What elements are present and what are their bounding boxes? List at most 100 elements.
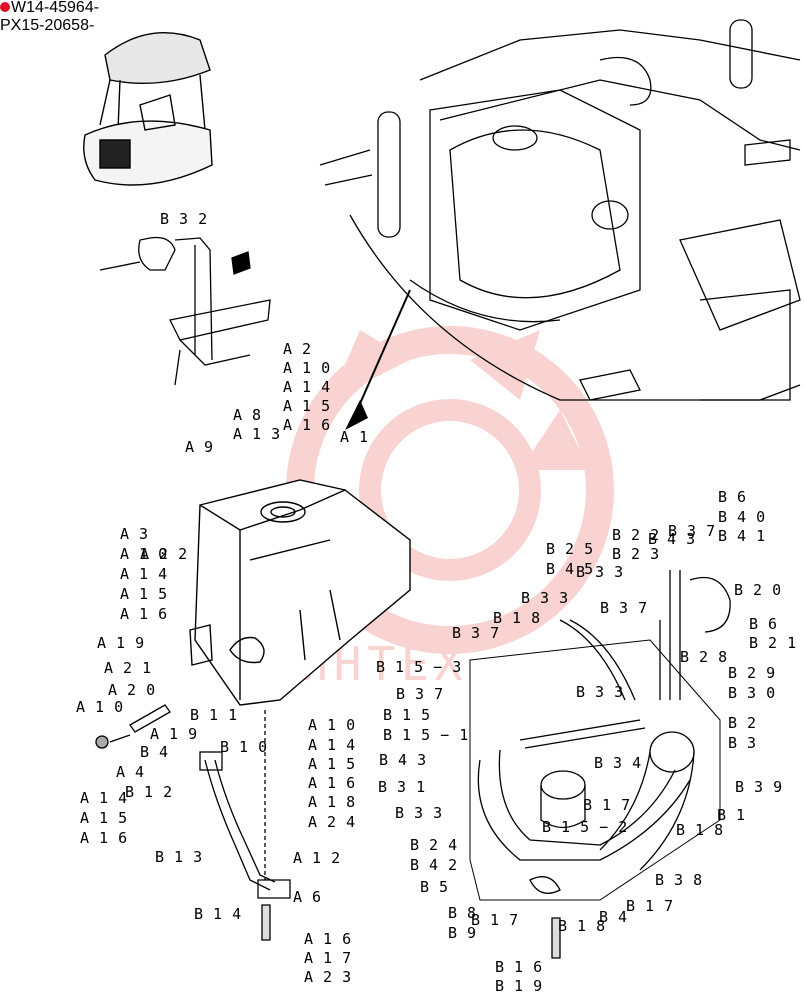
callout-b29: B 2 9 [728,664,776,682]
callout-b19: B 1 9 [495,977,543,995]
callout-b12: B 1 2 [125,783,173,801]
callout-b43: B 4 3 [648,530,696,548]
callout-b15: B 1 5 [383,706,431,724]
callout-b6-right: B 6 [749,615,778,633]
callout-b17-mid: B 1 7 [583,796,631,814]
callout-b1: B 1 [717,806,746,824]
callout-b15-3: B 1 5 − 3 [376,658,462,676]
callout-a10: A 1 0 [283,359,331,377]
callout-a2: A 2 [283,340,312,358]
callout-b10: B 1 0 [220,738,268,756]
callout-b14: B 1 4 [194,905,242,923]
callout-b15-1: B 1 5 − 1 [383,726,469,744]
callout-b5: B 5 [420,878,449,896]
callout-a10-pipe: A 1 0 [76,698,124,716]
hose-assembly [469,570,731,959]
callout-b42: B 4 2 [410,856,458,874]
callout-b40: B 4 0 [718,508,766,526]
callout-b37-left: B 3 7 [452,624,500,642]
callout-b17-bottom: B 1 7 [471,911,519,929]
callout-b37-top: B 3 7 [668,522,716,540]
callout-a15-left: A 1 5 [120,585,168,603]
callout-a14: A 1 4 [283,378,331,396]
callout-a8: A 8 [233,406,262,424]
callout-b6: B 6 [718,488,747,506]
callout-b33-right: B 3 3 [576,683,624,701]
callout-b11: B 1 1 [190,706,238,724]
callout-b33-mid: B 3 3 [521,589,569,607]
callout-b41: B 4 1 [718,527,766,545]
callout-a16: A 1 6 [283,416,331,434]
callout-b18-bottom: B 1 8 [558,917,606,935]
callout-a10-left: A 1 0 [120,545,168,563]
callout-a16-left: A 1 6 [120,605,168,623]
callout-a19: A 1 9 [97,634,145,652]
callout-b21: B 2 1 [749,634,797,652]
callout-a16-bolt: A 1 6 [80,829,128,847]
callout-b38: B 3 8 [655,871,703,889]
callout-b37-mid: B 3 7 [600,599,648,617]
callout-a9: A 9 [185,438,214,456]
callout-b33-top: B 3 3 [576,563,624,581]
callout-a10-right: A 1 0 [308,716,356,734]
callout-b13: B 1 3 [155,848,203,866]
callout-a13: A 1 3 [233,425,281,443]
callout-a16-bottom: A 1 6 [304,930,352,948]
callout-b25: B 2 5 [546,540,594,558]
pointer-arrow-icon [345,289,411,430]
callout-b16: B 1 6 [495,958,543,976]
callout-b39: B 3 9 [735,778,783,796]
callout-b9: B 9 [448,924,477,942]
drain-pipe [95,704,291,941]
callout-b15-2: B 1 5 − 2 [542,818,628,836]
callout-b28: B 2 8 [680,648,728,666]
callout-a16-right: A 1 6 [308,774,356,792]
callout-a4: A 4 [116,763,145,781]
callout-b18-right: B 1 8 [676,821,724,839]
header-line-1: W14-45964- [0,0,99,16]
callout-a24: A 2 4 [308,813,356,831]
callout-a22: A 2 2 [140,545,188,563]
callout-a3: A 3 [120,525,149,543]
callout-b22: B 2 2 [612,526,660,544]
callout-b30: B 3 0 [728,684,776,702]
callout-a15-bolt: A 1 5 [80,809,128,827]
callout-b4-right: B 4 [599,908,628,926]
callout-a21: A 2 1 [104,659,152,677]
callout-b34: B 3 4 [594,754,642,772]
callout-a15: A 1 5 [283,397,331,415]
callout-a6: A 6 [293,888,322,906]
callout-b8: B 8 [448,904,477,922]
callout-b18-top: B 1 8 [493,609,541,627]
fuel-tank [189,479,411,706]
callout-b43-left: B 4 3 [379,751,427,769]
callout-a14-left: A 1 4 [120,565,168,583]
callout-a19-lower: A 1 9 [150,725,198,743]
callout-b45: B 4 5 [546,560,594,578]
header-line-2: PX15-20658- [0,17,95,34]
callout-a17: A 1 7 [304,949,352,967]
callout-a20: A 2 0 [108,681,156,699]
callout-b24: B 2 4 [410,836,458,854]
callout-a1: A 1 [340,428,369,446]
red-dot-icon [0,2,10,12]
callout-a14-right: A 1 4 [308,736,356,754]
callout-a23: A 2 3 [304,968,352,986]
callout-b20: B 2 0 [734,581,782,599]
callout-a14-bolt: A 1 4 [80,789,128,807]
machine-frame [319,19,801,401]
callout-b2: B 2 [728,714,757,732]
callout-a12: A 1 2 [293,849,341,867]
callout-b37-lower: B 3 7 [396,685,444,703]
b32-detail [99,236,271,386]
callout-a15-right: A 1 5 [308,755,356,773]
callout-b4: B 4 [140,743,169,761]
machine-thumbnail [83,32,213,186]
callout-b32: B 3 2 [160,210,208,228]
callout-b31: B 3 1 [378,778,426,796]
callout-b23: B 2 3 [612,545,660,563]
callout-b3: B 3 [728,734,757,752]
callout-b33-left: B 3 3 [395,804,443,822]
